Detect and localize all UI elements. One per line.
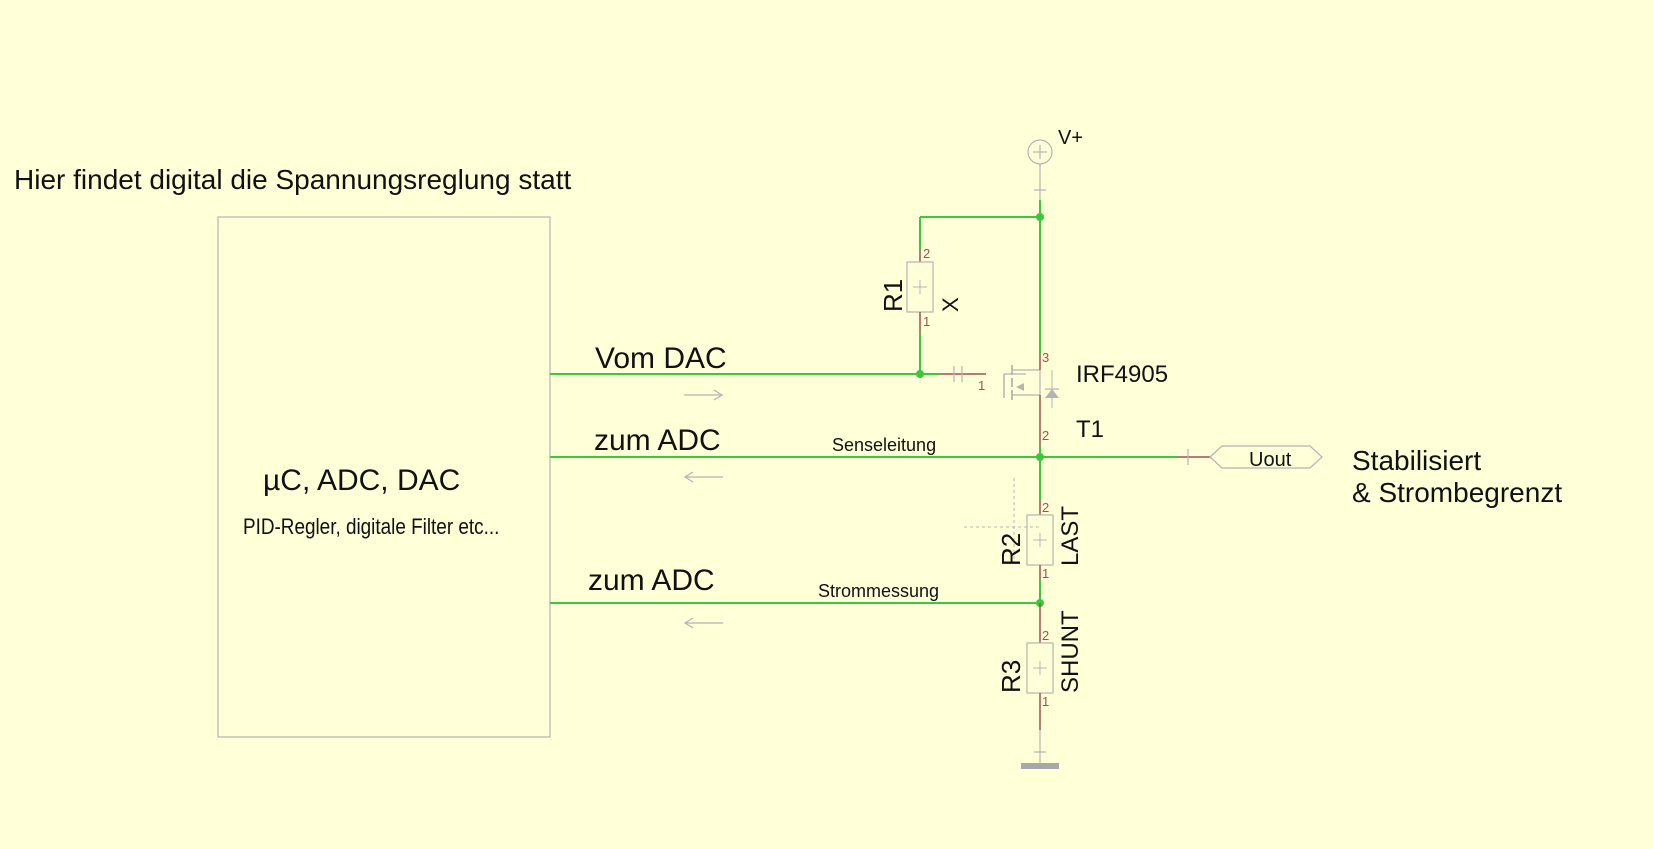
controller-label: µC, ADC, DAC (263, 464, 460, 497)
r2-value: LAST (1057, 506, 1084, 566)
r2-ref: R2 (996, 533, 1026, 566)
signal-adc-sense-label: zum ADC (594, 424, 721, 457)
signal-dac-label: Vom DAC (595, 342, 727, 375)
arrow-right-icon (684, 389, 724, 401)
r3-ref: R3 (996, 660, 1026, 693)
junction-vplus (1036, 213, 1044, 221)
current-line-label: Strommessung (818, 581, 939, 601)
t1-pin-source: 3 (1042, 350, 1049, 365)
ground-bar-icon (1021, 763, 1059, 769)
r3-pin-bottom: 1 (1042, 694, 1049, 709)
controller-block[interactable] (217, 216, 551, 738)
output-desc-line2: & Strombegrenzt (1352, 477, 1562, 508)
r1-pin-top: 2 (923, 246, 930, 261)
output-port[interactable]: Uout (1177, 445, 1323, 471)
r1-value: X (938, 297, 963, 312)
direction-arrows (683, 389, 724, 629)
r2-pin-bottom: 1 (1042, 566, 1049, 581)
output-port-shape (1209, 445, 1323, 469)
output-port-label: Uout (1249, 449, 1292, 471)
t1-ref: T1 (1076, 416, 1104, 443)
resistor-r1[interactable]: 2 1 R1 X (878, 246, 963, 333)
mosfet-t1[interactable]: 1 3 2 IRF4905 T1 (940, 350, 1168, 445)
r3-value: SHUNT (1057, 610, 1084, 693)
sense-line-label: Senseleitung (832, 435, 936, 455)
power-label: V+ (1058, 127, 1083, 149)
output-desc-line1: Stabilisiert (1352, 445, 1481, 476)
resistor-r3[interactable]: 2 1 R3 SHUNT (996, 603, 1084, 730)
r1-pin-bottom: 1 (923, 314, 930, 329)
r2-pin-top: 2 (1042, 500, 1049, 515)
junction-gate (916, 370, 924, 378)
resistor-r2[interactable]: 2 1 R2 LAST (964, 478, 1084, 581)
schematic-title: Hier findet digital die Spannungsreglung… (14, 164, 571, 195)
arrow-left-icon (683, 617, 723, 629)
power-symbol[interactable]: V+ (1027, 127, 1083, 200)
controller-sublabel: PID-Regler, digitale Filter etc... (243, 515, 499, 540)
t1-pin-drain: 2 (1042, 428, 1049, 443)
r1-ref: R1 (878, 279, 908, 312)
t1-value: IRF4905 (1076, 361, 1168, 388)
r3-pin-top: 2 (1042, 628, 1049, 643)
ground-symbol[interactable] (1021, 730, 1059, 769)
t1-pin-gate: 1 (978, 378, 985, 393)
junction-sense (1036, 453, 1044, 461)
arrow-left-icon (683, 471, 723, 483)
signal-adc-current-label: zum ADC (588, 564, 715, 597)
